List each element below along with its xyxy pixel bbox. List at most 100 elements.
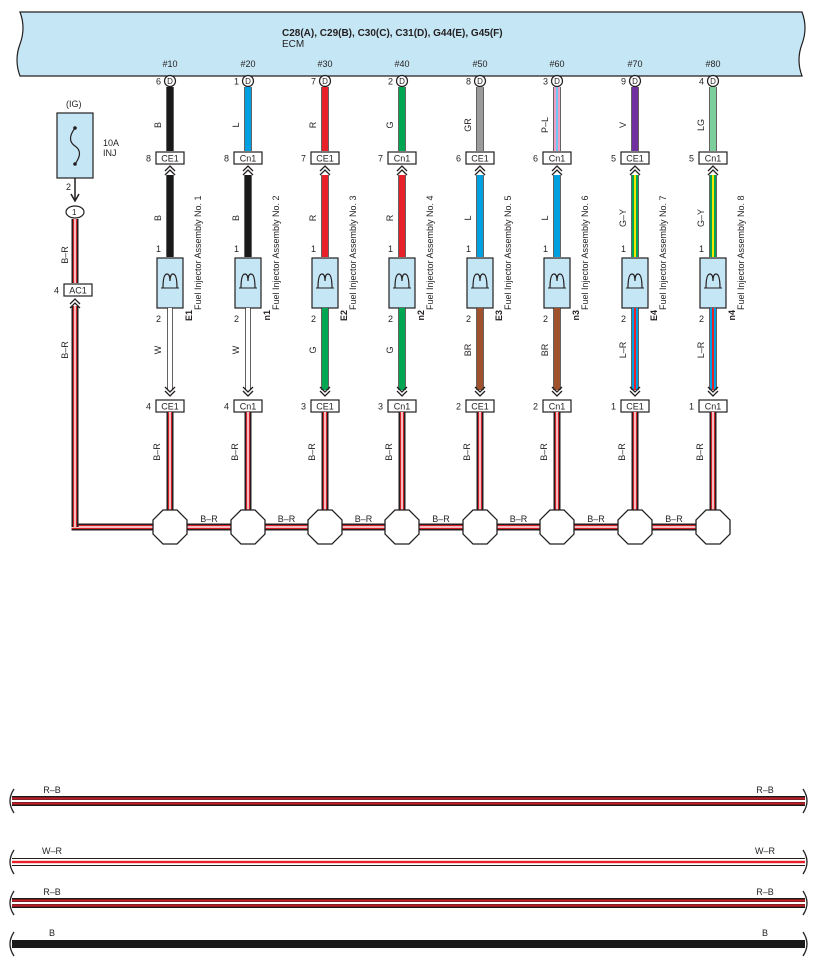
ground-wire-color: B–R [617, 443, 627, 461]
injector-in-wire [244, 175, 252, 257]
connector-top: CE1 8 [146, 151, 185, 165]
fuse-pin-out: 2 [66, 182, 71, 192]
injector-body [543, 257, 571, 309]
connector-bottom-pin: 4 [224, 402, 229, 412]
injector-pin-out: 2 [699, 314, 704, 324]
fuse-name: INJ [103, 148, 117, 158]
bus-segment-label: B–R [510, 514, 528, 524]
ground-wire-color: B–R [539, 443, 549, 461]
top-chevrons [164, 165, 176, 176]
bus-corner [71, 500, 79, 527]
break-mark-right [802, 788, 808, 814]
connector-bottom-label: CE1 [161, 402, 179, 412]
injector-out-wire [709, 308, 717, 390]
fuse-supply-label: (IG) [66, 99, 82, 109]
bottom-chevrons [319, 386, 331, 397]
ecm-wire [398, 87, 406, 151]
injector-pin-in: 1 [311, 244, 316, 254]
connector-top-pin: 8 [224, 154, 229, 164]
coil-icon [705, 273, 721, 289]
ecm-terminal [395, 74, 409, 88]
coil-icon [394, 273, 410, 289]
ground-wire-color: B–R [462, 443, 472, 461]
top-chevrons [319, 165, 331, 176]
ecm-terminal [318, 74, 332, 88]
connector-top-pin: 5 [689, 154, 694, 164]
ecm-wire-color: G [385, 121, 395, 128]
injector-out-wire [553, 308, 561, 390]
bottom-chevrons [707, 386, 719, 397]
break-mark-right [802, 931, 808, 957]
injector-out-wire [167, 308, 173, 390]
ecm-pin: 4 [699, 77, 704, 87]
connector-bottom-pin: 3 [301, 402, 306, 412]
injector-body [466, 257, 494, 309]
injector-in-wire [476, 175, 484, 257]
connector-top-label: Cn1 [394, 154, 411, 164]
connector-top-label: Cn1 [549, 154, 566, 164]
ecm-pin: 1 [234, 77, 239, 87]
strip-label-right: B [762, 928, 768, 938]
injector-pin-in: 1 [234, 244, 239, 254]
injector-body [699, 257, 727, 309]
ecm-wire-color: B [153, 122, 163, 128]
ecm-pin: 9 [621, 77, 626, 87]
ecm-terminal-letter: D [632, 77, 638, 86]
connector-bottom-pin: 2 [456, 402, 461, 412]
injector-out-wire-color: BR [463, 343, 473, 356]
top-chevrons [474, 165, 486, 176]
ecm-terminal-letter: D [399, 77, 405, 86]
ecm-terminal-letter: D [167, 77, 173, 86]
injector-pin-out: 2 [466, 314, 471, 324]
injector-name: Fuel Injector Assembly No. 2 [271, 195, 281, 310]
ecm-terminal-number: #40 [394, 59, 409, 69]
bus-segment-label: B–R [587, 514, 605, 524]
ecm-terminal-number: #60 [549, 59, 564, 69]
injector-in-wire-color: B [153, 215, 163, 221]
bus-segment-label: B–R [432, 514, 450, 524]
connector-bottom-label: CE1 [316, 402, 334, 412]
fuse-inj: (IG) 10A INJ 2 1 [56, 99, 119, 219]
ecm-pin: 6 [156, 77, 161, 87]
connector-top-pin: 6 [533, 154, 538, 164]
ground-wire-color: B–R [695, 443, 705, 461]
ground-wire [709, 412, 717, 517]
ground-wire-color: B–R [152, 443, 162, 461]
connector-top-label: CE1 [161, 154, 179, 164]
ecm-wire [476, 87, 484, 151]
ecm-pin: 8 [466, 77, 471, 87]
ecm-pin: 7 [311, 77, 316, 87]
connector-top-pin: 8 [146, 154, 151, 164]
injector-out-wire-color: L–R [696, 341, 706, 358]
ecm-wire-color: P–L [540, 117, 550, 133]
bus-segment-label: B–R [355, 514, 373, 524]
injector-pin-out: 2 [621, 314, 626, 324]
connector-bottom-label: Cn1 [394, 402, 411, 412]
bottom-chevrons [629, 386, 641, 397]
break-mark-right [802, 849, 808, 875]
injector-pin-out: 2 [311, 314, 316, 324]
ecm-wire [709, 87, 717, 151]
injector-ref: n1 [262, 310, 272, 321]
connector-top-label: Cn1 [705, 154, 722, 164]
splice-3 [307, 509, 343, 545]
ecm-terminal-number: #10 [162, 59, 177, 69]
connector-ac1-pin: 4 [54, 286, 59, 296]
injector-ref: E4 [649, 310, 659, 321]
ground-wire [166, 412, 174, 517]
strip-label-right: W–R [755, 846, 776, 856]
injector-in-wire [166, 175, 174, 257]
connector-bottom-pin: 2 [533, 402, 538, 412]
connector-ac1-label: AC1 [69, 286, 87, 296]
injector-name: Fuel Injector Assembly No. 1 [193, 195, 203, 310]
strip-label-right: R–B [756, 887, 774, 897]
injector-out-wire [398, 308, 406, 390]
